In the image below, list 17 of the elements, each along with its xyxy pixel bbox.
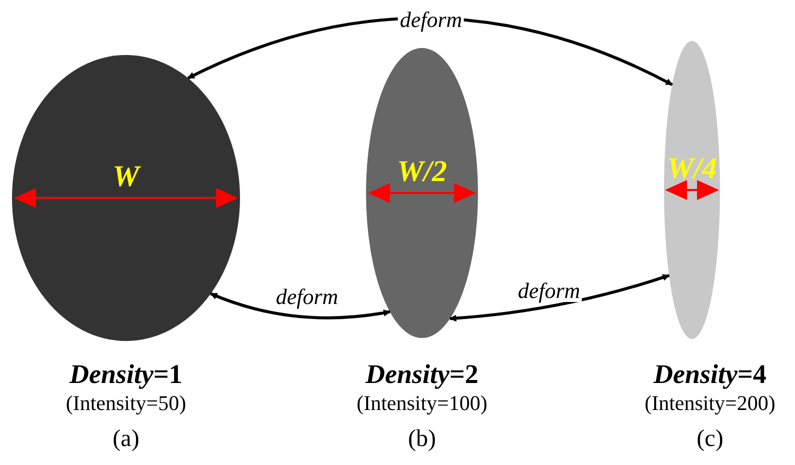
curved-arrow [449, 274, 670, 322]
edge-label: deform [398, 9, 464, 31]
panel-label: (c) [696, 425, 724, 454]
width-label: W/2 [397, 157, 447, 187]
panel-label: (a) [112, 425, 140, 454]
panel-label: (b) [408, 425, 436, 454]
density-label: Density=1 [70, 358, 182, 390]
density-label: Density=4 [654, 358, 766, 390]
width-label: W [112, 162, 140, 192]
edge-label: deform [516, 280, 582, 302]
edge-label: deform [274, 286, 340, 308]
density-label: Density=2 [366, 358, 478, 390]
curved-arrow [210, 292, 391, 320]
intensity-label: (Intensity=50) [66, 390, 186, 416]
intensity-label: (Intensity=100) [356, 390, 488, 416]
intensity-label: (Intensity=200) [644, 390, 776, 416]
width-label: W/4 [667, 154, 717, 184]
